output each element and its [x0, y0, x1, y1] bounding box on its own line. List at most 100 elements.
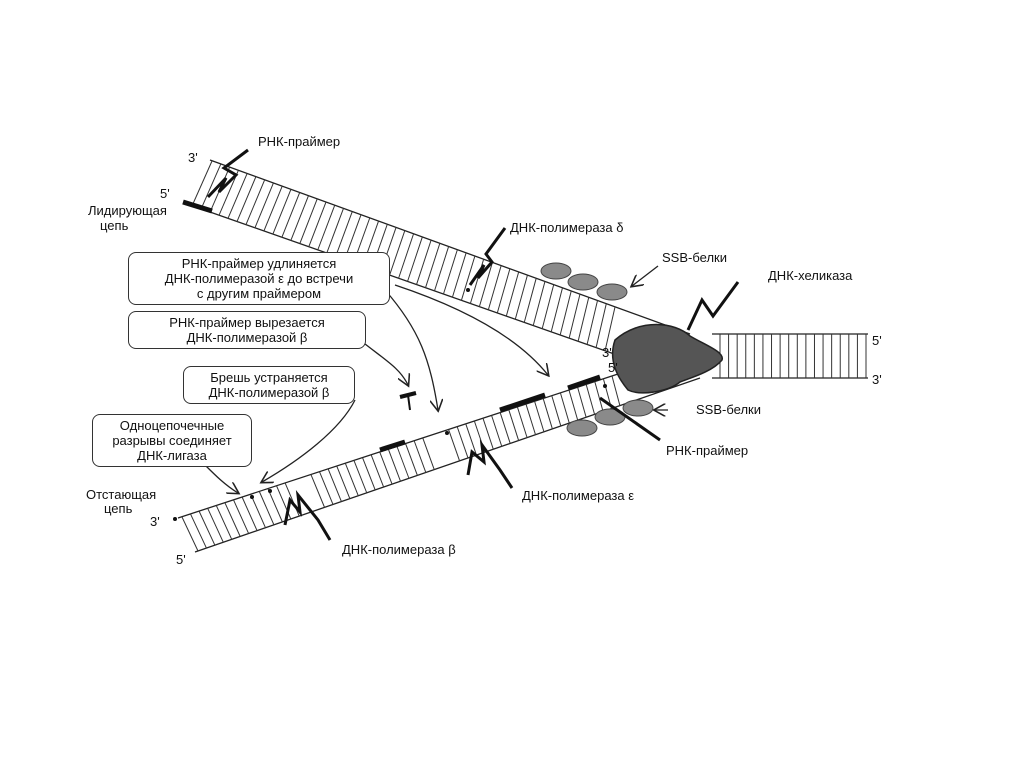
- pol-epsilon-squiggle: [466, 439, 514, 489]
- callout-ligase: Одноцепочечные разрывы соединяет ДНК-лиг…: [92, 414, 252, 467]
- base-pair-rung: [327, 468, 342, 502]
- base-pair-rung: [387, 449, 402, 482]
- base-pair-rung: [281, 192, 301, 238]
- base-pair-rung: [525, 404, 537, 436]
- base-pair-rung: [250, 494, 266, 529]
- base-pair-rung: [267, 488, 283, 523]
- callout-excise-line-2: ДНК-полимеразой β: [186, 330, 308, 345]
- base-pair-rung: [465, 423, 477, 456]
- base-pair-rung: [499, 412, 511, 444]
- base-pair-rung: [413, 440, 427, 473]
- lagging-5-label: 5': [176, 552, 186, 567]
- leading-primer-bar: [182, 199, 213, 214]
- base-pair-rung: [442, 249, 458, 295]
- base-pair-rung: [299, 198, 318, 245]
- base-pair-rung: [542, 398, 553, 430]
- pol-beta-squiggle: [283, 489, 332, 541]
- right-3-label: 3': [872, 372, 882, 387]
- base-pair-rung: [353, 460, 368, 494]
- base-pair-rung: [496, 268, 511, 314]
- pol-delta-squiggle: [468, 227, 507, 286]
- base-pair-rung: [585, 384, 596, 415]
- callout-extend-line-2: ДНК-полимеразой ε до встречи: [164, 271, 354, 286]
- base-pair-rung: [308, 202, 327, 248]
- lagging-duplex: [173, 288, 701, 553]
- base-pair-rung: [224, 502, 241, 537]
- base-pair-rung: [611, 375, 621, 407]
- base-pair-rung: [487, 265, 502, 311]
- base-pair-rung: [198, 511, 216, 546]
- base-pair-rung: [379, 451, 393, 485]
- base-pair-rung: [284, 482, 300, 517]
- callout-gap-line-1: Брешь устраняется: [210, 370, 328, 385]
- helicase-label: ДНК-хеликаза: [768, 268, 853, 283]
- callout-ligase-line-1: Одноцепочечные: [119, 418, 225, 433]
- lagging-3-label: 3': [150, 514, 160, 529]
- arrow-excise: [359, 339, 408, 385]
- helicase-pointer: [686, 281, 740, 331]
- base-pair-rung: [505, 271, 520, 317]
- fork-3-label: 3': [602, 345, 612, 360]
- right-5-label: 5': [872, 333, 882, 348]
- leading-3-label: 3': [188, 150, 198, 165]
- base-pair-rung: [370, 454, 385, 488]
- base-pair-rung: [207, 508, 224, 543]
- base-pair-rung: [236, 176, 257, 222]
- base-pair-rung: [550, 287, 563, 333]
- base-pair-rung: [451, 252, 467, 298]
- leading-strand-label-2: цепь: [100, 218, 129, 233]
- lagging-strand-label-1: Отстающая: [86, 487, 157, 502]
- base-pair-rung: [310, 474, 326, 508]
- base-pair-rung: [290, 195, 309, 241]
- arrow-gap: [262, 399, 356, 482]
- base-pair-rung: [568, 294, 581, 339]
- base-pair-rung: [362, 457, 376, 491]
- base-pair-rung: [424, 243, 441, 289]
- base-pair-rung: [478, 262, 493, 308]
- fork-5-label: 5': [608, 360, 618, 375]
- base-pair-rung: [227, 173, 248, 219]
- base-pair-rung: [405, 443, 418, 476]
- okazaki-primer-1: [379, 439, 406, 453]
- base-pair-rung: [233, 499, 250, 534]
- rna-primer-bottom-label: РНК-праймер: [666, 443, 749, 458]
- parental-duplex: [712, 333, 868, 379]
- base-pair-rung: [559, 291, 572, 336]
- base-pair-rung: [336, 466, 351, 499]
- callout-gap-line-2: ДНК-полимеразой β: [208, 385, 330, 400]
- base-pair-rung: [254, 183, 274, 229]
- rna-primer-top-label: РНК-праймер: [258, 134, 341, 149]
- base-pair-rung: [181, 516, 199, 552]
- base-pair-rung: [433, 246, 450, 292]
- base-pair-rung: [577, 297, 590, 342]
- base-pair-rung: [326, 208, 344, 254]
- callout-excise-line-1: РНК-праймер вырезается: [169, 315, 325, 330]
- base-pair-rung: [541, 284, 555, 330]
- leading-5-label: 5': [160, 186, 170, 201]
- callout-gap-fill: Брешь устраняется ДНК-полимеразой β: [183, 366, 355, 404]
- ssb-arrow-top: [632, 265, 659, 286]
- base-pair-rung: [396, 446, 410, 479]
- base-pair-rung: [319, 471, 334, 505]
- primer-bottom-pointer: [599, 396, 661, 442]
- base-pair-rung: [422, 437, 435, 470]
- base-pair-rung: [559, 392, 570, 424]
- okazaki-primer-2: [499, 392, 546, 413]
- arrow-ligase: [204, 464, 238, 493]
- dna-pol-epsilon-label: ДНК-полимераза ε: [522, 488, 635, 503]
- arrow-extend-1: [384, 289, 438, 410]
- base-pair-rung: [568, 389, 579, 421]
- base-pair-rung: [398, 233, 414, 279]
- leading-primer-squiggle: [206, 148, 249, 199]
- base-pair-rung: [594, 381, 604, 412]
- base-pair-rung: [523, 278, 537, 323]
- base-pair-rung: [551, 395, 562, 427]
- callout-extend-line-1: РНК-праймер удлиняется: [181, 256, 337, 271]
- base-pair-rung: [258, 491, 275, 526]
- base-pair-rung: [389, 230, 406, 276]
- base-pair-rung: [272, 189, 292, 235]
- dna-pol-beta-label: ДНК-полимераза β: [342, 542, 456, 557]
- base-pair-rung: [516, 406, 528, 439]
- base-pair-rung: [407, 237, 423, 282]
